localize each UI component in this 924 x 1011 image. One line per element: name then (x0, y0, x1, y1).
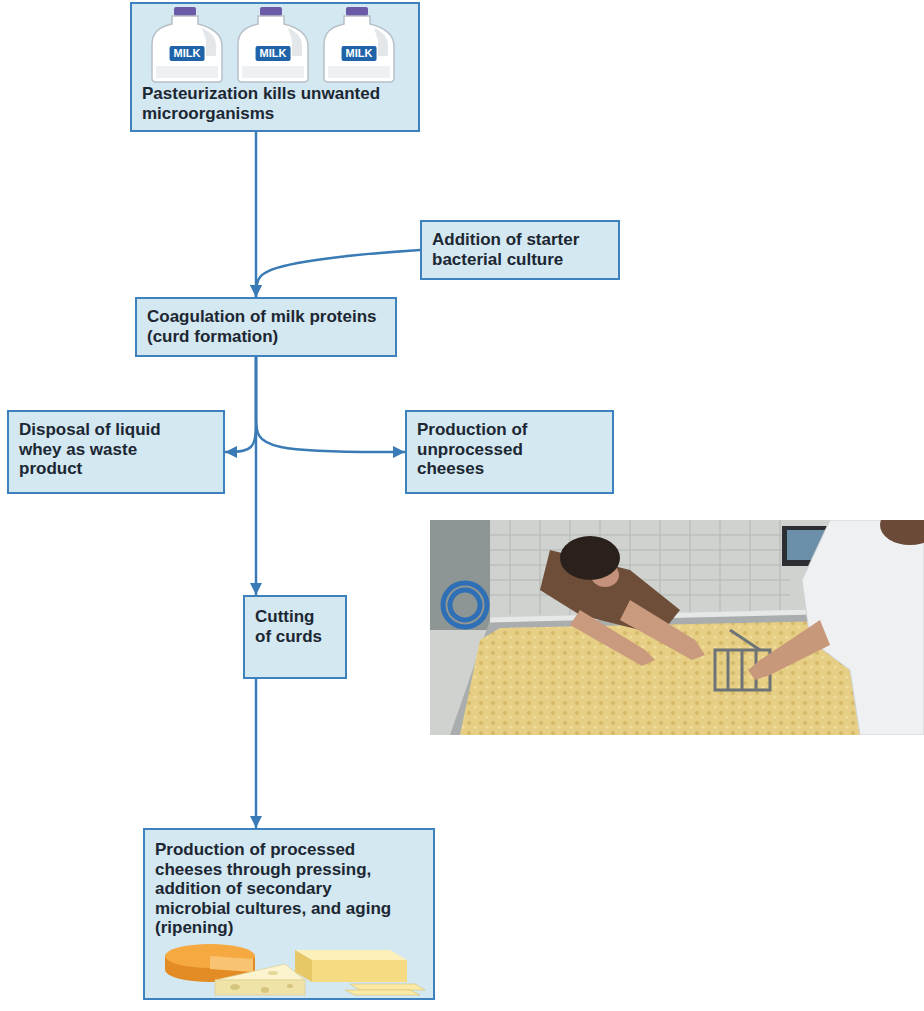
box-label: Coagulation of milk proteins (curd forma… (147, 307, 377, 346)
box-label: Disposal of liquid whey as waste product (19, 420, 169, 479)
process-box: Disposal of liquid whey as waste product (7, 410, 225, 494)
cheese-block (295, 950, 407, 982)
swiss-cheese (215, 964, 305, 995)
process-box: Production of processed cheeses through … (143, 828, 435, 1000)
jug-label: MILK (256, 46, 291, 61)
jug-label: MILK (342, 46, 377, 61)
process-box: Addition of starter bacterial culture (420, 220, 620, 280)
cheese-slices (345, 984, 425, 995)
cheese-illustration (145, 940, 433, 996)
box-label: Cutting of curds (255, 607, 335, 646)
box-label: Pasteurization kills unwanted microorgan… (142, 84, 402, 123)
flow-arrow (256, 357, 405, 452)
flow-arrow (255, 679, 258, 828)
milk-jug (152, 7, 222, 82)
hose (443, 583, 487, 627)
equipment (430, 520, 490, 630)
box-label: Production of unprocessed cheeses (417, 420, 567, 479)
milk-jug (238, 7, 308, 82)
process-box: Coagulation of milk proteins (curd forma… (135, 297, 397, 357)
milk-jugs (132, 6, 418, 84)
jug-label: MILK (170, 46, 205, 61)
person-right (748, 520, 924, 735)
photo-background (430, 520, 924, 735)
box-label: Addition of starter bacterial culture (432, 230, 608, 269)
cheesemaking-photo (430, 520, 924, 735)
flow-arrow (255, 132, 258, 297)
person-left (540, 536, 705, 666)
milk-jug (324, 7, 394, 82)
flow-arrow (256, 250, 420, 297)
process-box: Cutting of curds (243, 595, 347, 679)
process-box: Pasteurization kills unwanted microorgan… (130, 2, 420, 132)
flow-arrow (255, 357, 258, 595)
flow-arrow (225, 357, 256, 452)
box-label: Production of processed cheeses through … (155, 840, 410, 938)
process-box: Production of unprocessed cheeses (405, 410, 614, 494)
